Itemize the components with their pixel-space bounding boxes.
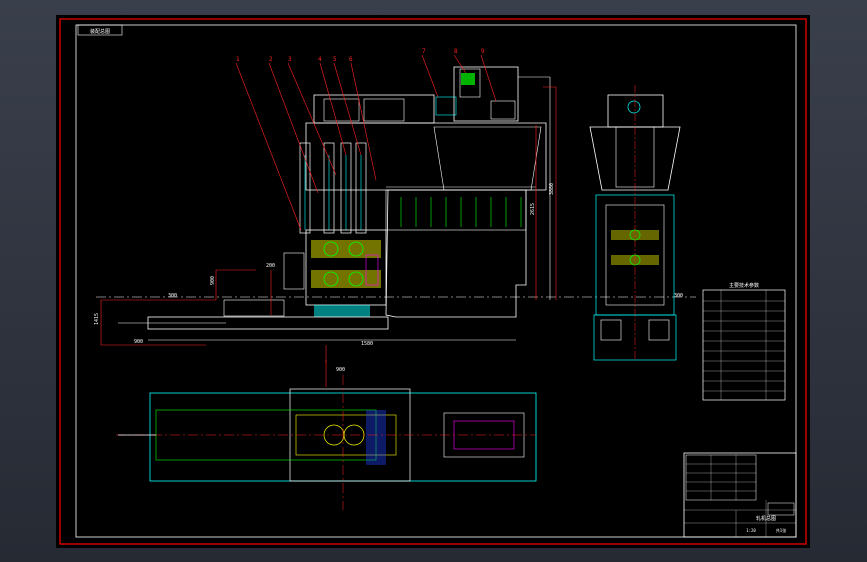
callout-2: 2 bbox=[269, 56, 273, 63]
callout-3: 3 bbox=[288, 56, 292, 63]
callout-6: 6 bbox=[349, 56, 353, 63]
dim-left-height: 1415 bbox=[94, 313, 100, 325]
callout-8: 8 bbox=[454, 48, 458, 55]
dim-front-width: 1580 bbox=[361, 341, 373, 347]
title-block-scale: 1:20 bbox=[746, 528, 756, 533]
callout-numbers: 1 2 3 4 5 6 7 8 9 bbox=[236, 48, 485, 63]
title-block: 轧机总图 1:20 共1张 bbox=[683, 452, 797, 538]
drawing-border-inner bbox=[75, 24, 797, 538]
title-block-name: 轧机总图 bbox=[756, 515, 776, 522]
front-view bbox=[96, 66, 696, 387]
callout-7: 7 bbox=[422, 48, 426, 55]
corner-tag-box bbox=[77, 24, 123, 36]
drawing-canvas: 装配总图 bbox=[59, 18, 807, 545]
dim-x3: 900 bbox=[134, 339, 143, 345]
dim-h1: 300 bbox=[168, 293, 177, 299]
dim-x2: 300 bbox=[674, 293, 683, 299]
callout-5: 5 bbox=[333, 56, 337, 63]
parts-table-title: 主要技术参数 bbox=[729, 282, 759, 289]
dim-inner-height: 2615 bbox=[530, 203, 536, 215]
dim-h2: 900 bbox=[210, 276, 216, 285]
title-block-sheet: 共1张 bbox=[776, 527, 786, 533]
side-view bbox=[589, 85, 681, 361]
dim-center: 900 bbox=[336, 367, 345, 373]
dim-rear-height: 3880 bbox=[549, 183, 555, 195]
drawing-border-outer bbox=[59, 18, 807, 545]
plan-view bbox=[116, 375, 537, 510]
callout-leaders bbox=[235, 54, 497, 231]
dimension-labels: 1415 1580 3880 2615 900 300 900 200 300 … bbox=[94, 183, 683, 373]
callout-1: 1 bbox=[236, 56, 240, 63]
callout-4: 4 bbox=[318, 56, 322, 63]
dim-x1: 200 bbox=[266, 263, 275, 269]
callout-9: 9 bbox=[481, 48, 485, 55]
parts-table: 主要技术参数 bbox=[702, 282, 786, 401]
drawing-viewport[interactable]: 装配总图 bbox=[56, 15, 810, 548]
corner-tag: 装配总图 bbox=[90, 28, 110, 35]
